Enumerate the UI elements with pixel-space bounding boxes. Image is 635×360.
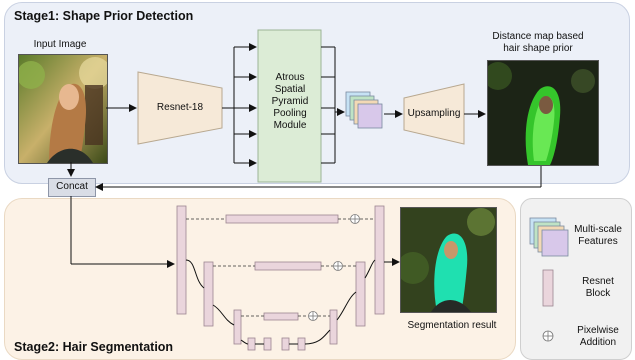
upsampling-label: Upsampling <box>407 108 461 119</box>
stage1-title: Stage1: Shape Prior Detection <box>14 9 194 23</box>
legend-resnet-block-label: Resnet Block <box>582 276 614 299</box>
upsampling-trapezoid <box>403 83 465 145</box>
legend-multiscale-label: Multi-scale Features <box>574 224 622 247</box>
segmentation-result-label: Segmentation result <box>407 320 497 331</box>
legend-addition-icon <box>542 330 554 342</box>
aspp-label: Atrous Spatial Pyramid Pooling Module <box>271 72 309 131</box>
distance-map-label: Distance map based hair shape prior <box>492 31 584 54</box>
feature-cube-stack <box>345 91 383 129</box>
aspp-box <box>257 29 322 183</box>
unet-blocks <box>176 205 385 351</box>
input-image-label: Input Image <box>33 39 87 50</box>
legend-pixelwise-label: Pixelwise Addition <box>577 325 619 348</box>
legend-resnet-block-icon <box>542 269 554 307</box>
distance-map-image <box>487 60 599 166</box>
segmentation-result-drawing <box>401 208 496 312</box>
legend-multiscale-icon <box>529 217 569 257</box>
input-image-drawing <box>19 55 107 163</box>
resnet18-trapezoid <box>137 71 223 145</box>
input-image <box>18 54 108 164</box>
distance-map-drawing <box>488 61 598 165</box>
concat-label: Concat <box>56 181 88 192</box>
segmentation-result-image <box>400 207 497 313</box>
resnet18-label: Resnet-18 <box>156 102 204 113</box>
stage2-title: Stage2: Hair Segmentation <box>14 340 174 354</box>
